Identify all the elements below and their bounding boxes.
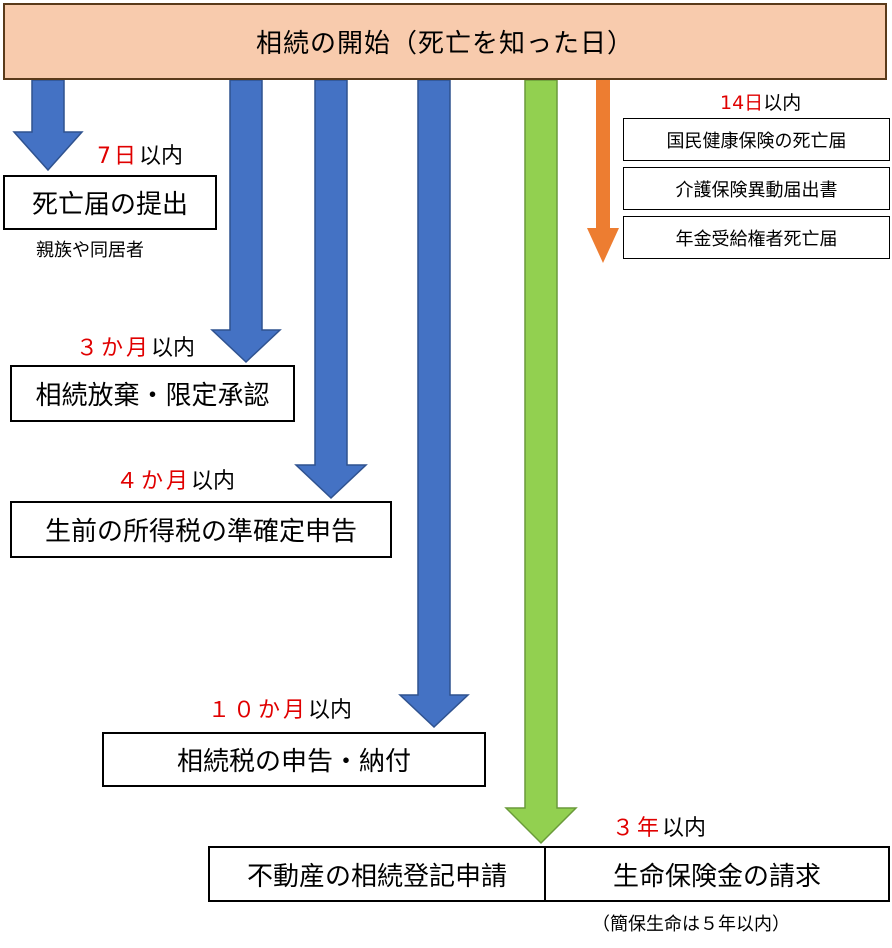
arrow-4-months bbox=[294, 79, 368, 500]
task-death-notice: 死亡届の提出 bbox=[3, 175, 217, 230]
deadline-10-months: １０か月以内 bbox=[208, 692, 352, 724]
task-pension-death-notice: 年金受給権者死亡届 bbox=[623, 216, 890, 259]
deadline-suffix: 以内 bbox=[763, 92, 802, 114]
task-label: 相続放棄・限定承認 bbox=[35, 381, 270, 411]
deadline-number: ４か月 bbox=[116, 469, 192, 494]
deadline-suffix: 以内 bbox=[191, 469, 236, 494]
task-inheritance-tax: 相続税の申告・納付 bbox=[102, 732, 486, 787]
header-start-of-inheritance: 相続の開始（死亡を知った日） bbox=[3, 3, 887, 80]
task-label: 介護保険異動届出書 bbox=[675, 179, 838, 201]
deadline-14-days: 14日以内 bbox=[720, 88, 801, 115]
task-label: 国民健康保険の死亡届 bbox=[666, 130, 847, 152]
deadline-number: １０か月 bbox=[208, 698, 309, 723]
arrow-7-days bbox=[12, 79, 84, 172]
task-life-insurance-claim: 生命保険金の請求 bbox=[544, 846, 890, 902]
task-quasi-final-return: 生前の所得税の準確定申告 bbox=[10, 501, 392, 558]
task-real-estate-registration: 不動産の相続登記申請 bbox=[208, 846, 546, 902]
deadline-number: ３か月 bbox=[76, 336, 152, 361]
arrow-3-months bbox=[210, 79, 282, 364]
task-label: 生前の所得税の準確定申告 bbox=[44, 517, 357, 547]
deadline-number: 14日 bbox=[720, 92, 764, 114]
deadline-suffix: 以内 bbox=[662, 816, 707, 841]
task-nhi-death-notice: 国民健康保険の死亡届 bbox=[623, 118, 890, 161]
deadline-4-months: ４か月以内 bbox=[116, 463, 235, 495]
deadline-number: 7日 bbox=[97, 144, 139, 169]
death-notice-note: 親族や同居者 bbox=[36, 240, 144, 261]
deadline-3-months: ３か月以内 bbox=[76, 330, 195, 362]
deadline-suffix: 以内 bbox=[139, 144, 184, 169]
arrow-10-months bbox=[398, 79, 470, 729]
task-label: 不動産の相続登記申請 bbox=[246, 861, 507, 892]
arrow-14-days bbox=[587, 80, 619, 263]
deadline-suffix: 以内 bbox=[308, 698, 353, 723]
life-insurance-note: （簡保生命は５年以内） bbox=[592, 914, 790, 935]
deadline-suffix: 以内 bbox=[151, 336, 196, 361]
deadline-7-days: 7日以内 bbox=[97, 138, 183, 170]
task-label: 相続税の申告・納付 bbox=[176, 747, 411, 777]
deadline-3-years: ３年以内 bbox=[612, 810, 706, 842]
task-label: 年金受給権者死亡届 bbox=[675, 228, 838, 250]
task-label: 死亡届の提出 bbox=[31, 190, 188, 220]
task-care-insurance-notice: 介護保険異動届出書 bbox=[623, 167, 890, 210]
task-renunciation: 相続放棄・限定承認 bbox=[10, 365, 295, 422]
task-label: 生命保険金の請求 bbox=[612, 861, 821, 892]
header-title: 相続の開始（死亡を知った日） bbox=[255, 29, 634, 59]
deadline-number: ３年 bbox=[612, 816, 663, 841]
arrow-3-years bbox=[504, 79, 578, 845]
